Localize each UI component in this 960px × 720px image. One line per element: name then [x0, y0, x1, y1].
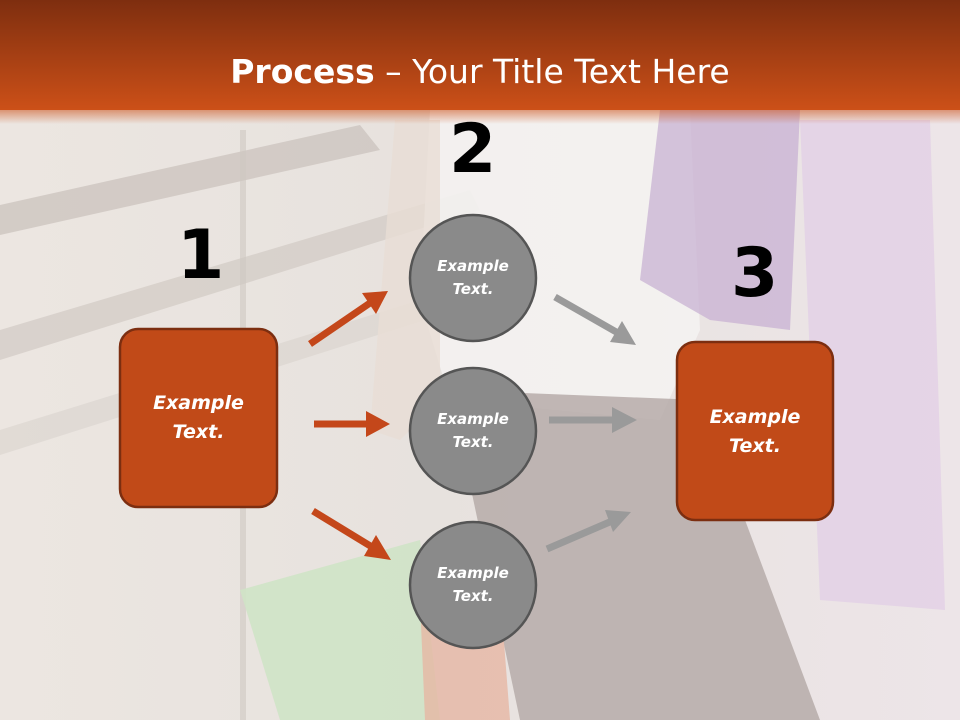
title-bold: Process	[230, 52, 375, 91]
arrow-from-bottom	[545, 510, 631, 553]
circle-bottom	[408, 520, 538, 650]
arrow-to-bottom	[311, 508, 391, 560]
box-left	[118, 327, 279, 509]
arrow-to-top	[308, 291, 388, 347]
step-number-3: 3	[731, 234, 779, 313]
box-right	[675, 340, 835, 522]
arrow-from-top	[553, 293, 636, 345]
circle-top	[408, 213, 538, 343]
box-right-text: Example Text.	[709, 406, 801, 457]
circle-middle-text: Example Text.	[437, 410, 509, 451]
arrow-to-middle	[314, 411, 390, 437]
title-rest: – Your Title Text Here	[374, 52, 730, 91]
slide-title: Process – Your Title Text Here	[0, 52, 960, 91]
circle-middle	[408, 366, 538, 496]
circle-bottom-text: Example Text.	[437, 564, 509, 605]
arrow-from-middle	[549, 407, 637, 433]
step-number-2: 2	[449, 110, 497, 189]
step-number-1: 1	[177, 216, 225, 295]
box-left-text: Example Text.	[153, 392, 244, 443]
circle-top-text: Example Text.	[437, 257, 509, 298]
